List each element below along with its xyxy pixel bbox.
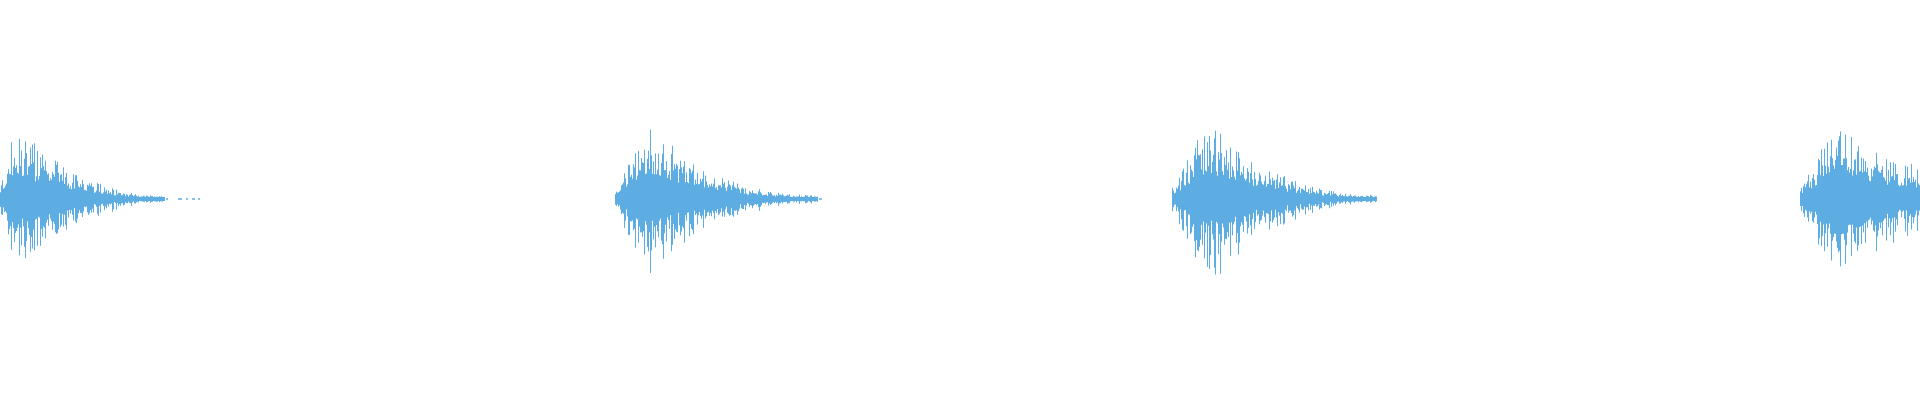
waveform-transient-4 <box>1800 131 1920 267</box>
waveform-transient-1 <box>0 138 200 258</box>
waveform-transient-2 <box>615 129 822 273</box>
waveform-group <box>0 129 1920 275</box>
waveform-transient-3 <box>1172 130 1377 275</box>
